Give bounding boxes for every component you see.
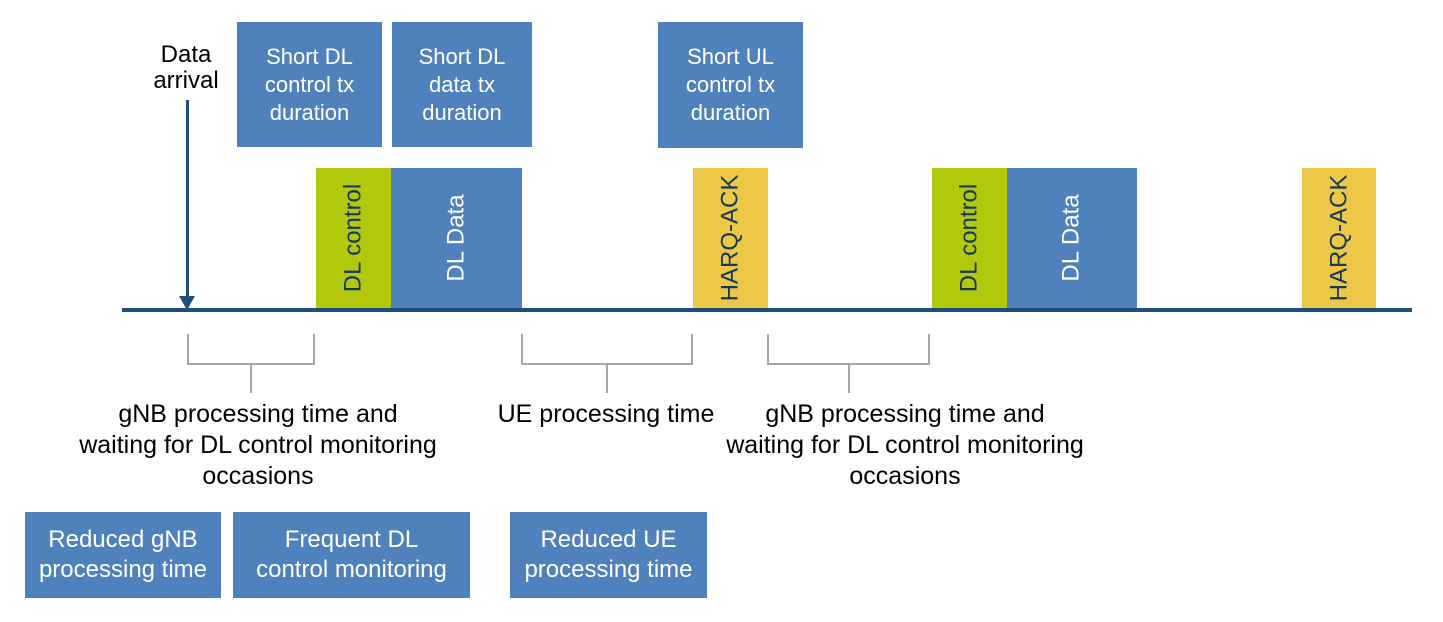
brace-ue-processing xyxy=(521,334,693,393)
label-gnb-processing-2: gNB processing time and waiting for DL c… xyxy=(726,400,1084,490)
label-box-short-dl-data-tx-duration: Short DL data tx duration xyxy=(392,22,532,147)
block-harq-ack-1-label: HARQ-ACK xyxy=(716,174,744,302)
block-harq-ack-1: HARQ-ACK xyxy=(693,168,768,308)
brace-stem xyxy=(606,363,608,393)
callout-reduced-ue-processing-time: Reduced UE processing time xyxy=(510,512,707,598)
label-gnb-processing-1: gNB processing time and waiting for DL c… xyxy=(79,400,437,490)
block-harq-ack-2: HARQ-ACK xyxy=(1302,168,1376,308)
block-dl-data-2-label: DL Data xyxy=(1058,194,1085,282)
brace-stem xyxy=(847,363,850,393)
block-dl-control-1: DL control xyxy=(316,168,391,308)
timeline-axis xyxy=(122,308,1412,312)
block-dl-control-2-label: DL control xyxy=(955,183,983,293)
callout-frequent-dl-control-monitoring: Frequent DL control monitoring xyxy=(233,512,470,598)
brace-stem xyxy=(250,363,252,393)
data-arrival-arrowhead-icon xyxy=(179,296,195,310)
label-box-short-dl-control-tx-duration: Short DL control tx duration xyxy=(237,22,382,147)
block-dl-data-1: DL Data xyxy=(391,168,522,308)
block-dl-data-1-label: DL Data xyxy=(442,194,470,282)
brace-gnb-processing-2 xyxy=(767,334,930,393)
block-dl-control-1-label: DL control xyxy=(339,183,367,293)
callout-reduced-gnb-processing-time: Reduced gNB processing time xyxy=(25,512,221,598)
block-harq-ack-2-label: HARQ-ACK xyxy=(1325,174,1352,302)
block-dl-control-2: DL control xyxy=(932,168,1007,308)
brace-gnb-processing-1 xyxy=(187,334,315,393)
block-dl-data-2: DL Data xyxy=(1007,168,1137,308)
label-ue-processing: UE processing time xyxy=(497,400,715,428)
data-arrival-label: Data arrival xyxy=(153,41,219,94)
data-arrival-arrow xyxy=(186,100,189,298)
label-box-short-ul-control-tx-duration: Short UL control tx duration xyxy=(658,22,803,148)
